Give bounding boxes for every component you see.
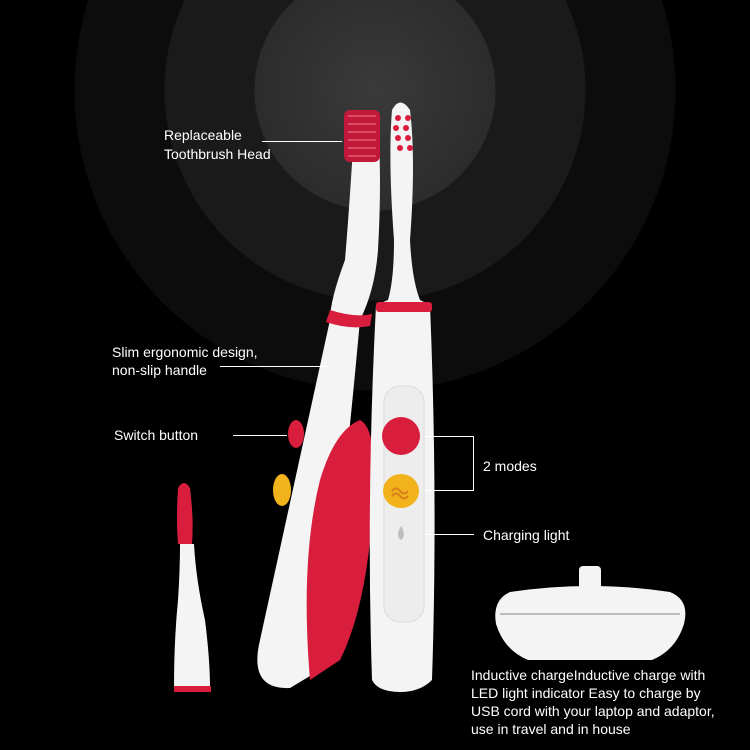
caption-line2: LED light indicator Easy to charge by (471, 685, 701, 701)
callout-head-line1: Replaceable (164, 127, 242, 143)
callout-line-ergo (220, 366, 328, 367)
bracket-top (424, 436, 474, 437)
tilted-mode-button (273, 474, 291, 506)
bracket-bottom (424, 490, 474, 491)
caption-line1: Inductive chargeInductive charge with (471, 667, 706, 683)
bracket-side (473, 436, 474, 491)
spare-brush-head (174, 483, 211, 692)
charging-light (398, 526, 404, 540)
grip-panel (306, 420, 375, 680)
charger-base (495, 566, 686, 660)
caption-line4: use in travel and in house (471, 721, 631, 737)
caption-line3: USB cord with your laptop and adaptor, (471, 703, 715, 719)
callout-charging: Charging light (483, 527, 570, 543)
brush-head-dots (393, 115, 413, 151)
callout-switch: Switch button (114, 427, 199, 443)
switch-button (382, 417, 420, 455)
tilted-toothbrush (257, 110, 380, 689)
tilted-switch-button (288, 420, 304, 448)
callout-line-switch (233, 435, 287, 436)
upright-toothbrush (369, 102, 435, 692)
callout-modes: 2 modes (483, 458, 537, 474)
callout-head-line2: Toothbrush Head (164, 146, 271, 162)
callout-ergo-line1: Slim ergonomic design, (112, 344, 258, 360)
callout-line-charging (426, 534, 474, 535)
callout-ergo-line2: non-slip handle (112, 362, 207, 378)
callout-line-head (262, 141, 342, 142)
brush-head-bristles (344, 110, 380, 162)
